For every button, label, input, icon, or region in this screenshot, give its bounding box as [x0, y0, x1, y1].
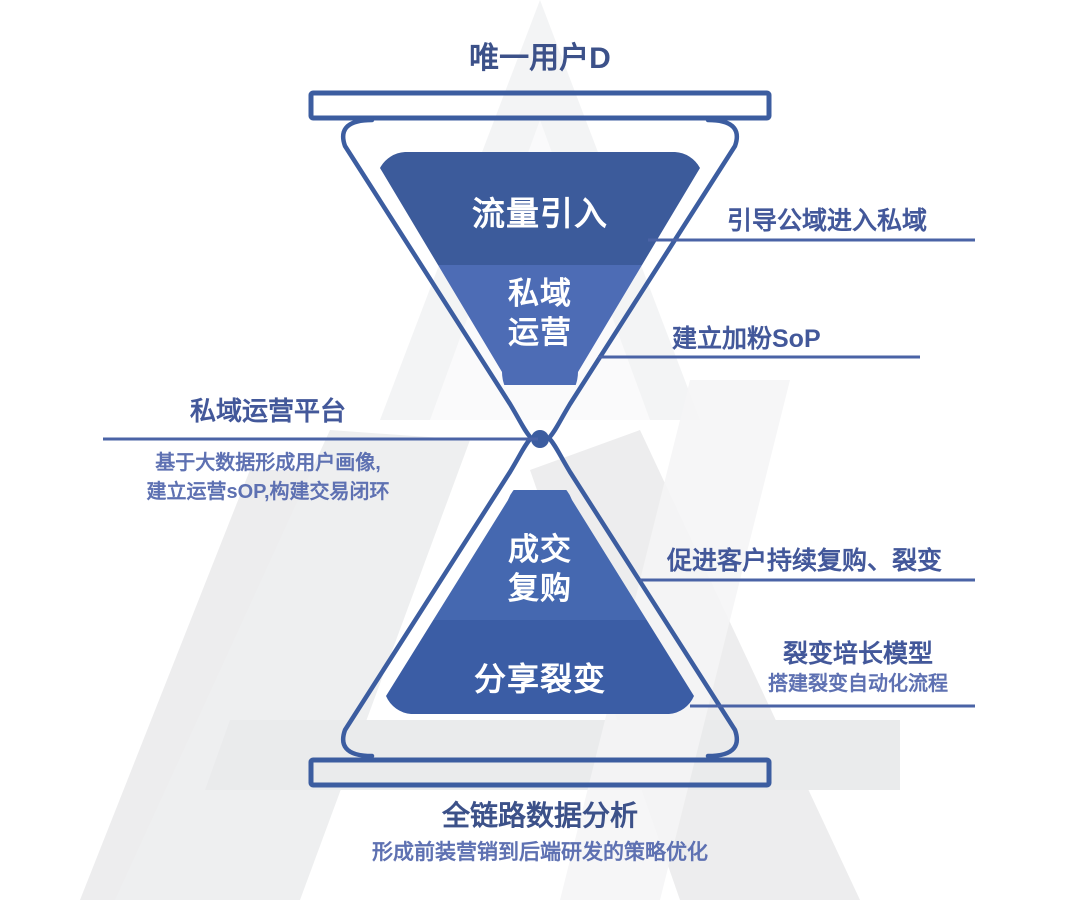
page-subtitle-bottom: 形成前装营销到后端研发的策略优化: [372, 841, 708, 864]
annotation-stage-2: 建立加粉SoP: [672, 325, 821, 353]
page-title-bottom: 全链路数据分析: [441, 800, 639, 831]
waist-center-dot: [531, 430, 549, 448]
annotation-stage-1: 引导公域进入私域: [727, 207, 928, 235]
page-title-top: 唯一用户D: [469, 42, 611, 75]
stage-label-traffic-intake: 流量引入: [472, 195, 608, 232]
stage-fill-traffic-intake: [380, 152, 700, 265]
annotation-stage-4: 裂变培长模型: [782, 640, 934, 668]
top-plate: [308, 90, 772, 121]
annotation-center-sub-line-2: 建立运营sOP,构建交易闭环: [146, 481, 390, 503]
hourglass-right-outline: [546, 117, 740, 759]
annotation-center-platform: 私域运营平台: [189, 396, 347, 426]
annotation-stage-3: 促进客户持续复购、裂变: [667, 547, 943, 575]
stage-label-deal-repurchase: 成交 复购: [508, 532, 572, 607]
annotation-center-sub-line-1: 基于大数据形成用户画像,: [155, 452, 381, 474]
stage-label-private-domain: 私域 运营: [508, 276, 572, 351]
bottom-plate: [308, 757, 772, 788]
stage-label-share-fission: 分享裂变: [473, 661, 607, 697]
stage-fill-share-fission: [386, 620, 694, 714]
annotation-stage-4-sub: 搭建裂变自动化流程: [768, 673, 948, 695]
